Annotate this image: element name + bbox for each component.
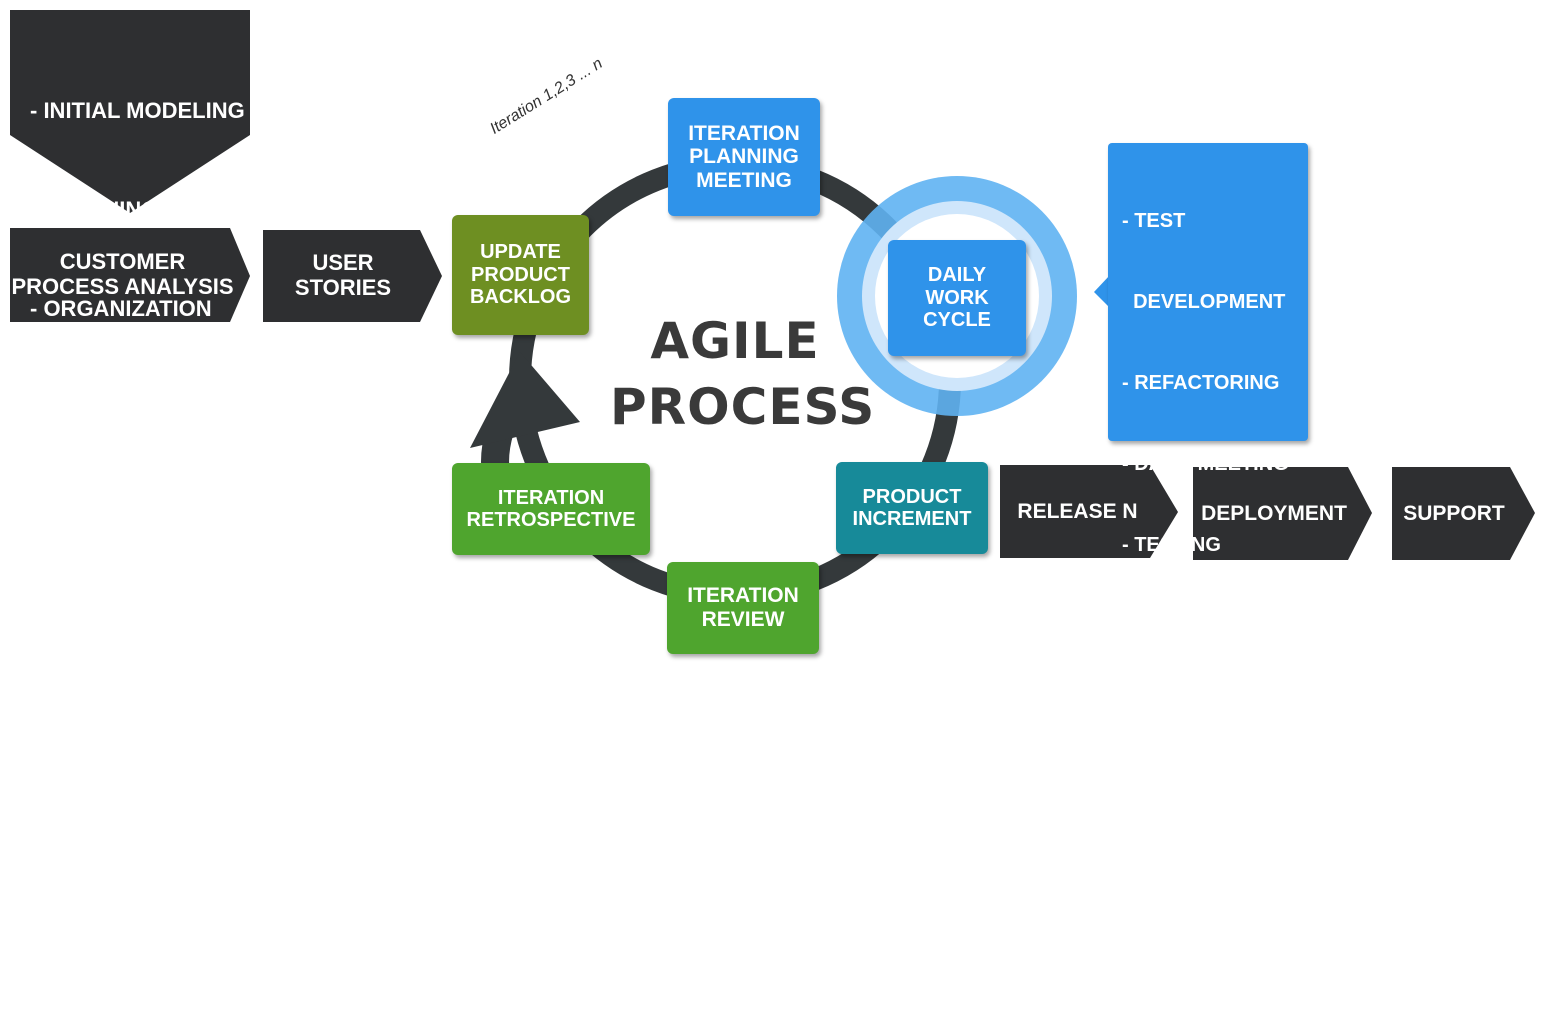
user-stories-chevron — [263, 230, 442, 322]
release-n-label: RELEASE N — [1017, 499, 1138, 523]
task-analysis: - ANALYSIS — [1122, 615, 1233, 637]
task-daily-meeting: - DAILY MEETING — [1122, 453, 1289, 475]
agile-title-line1: AGILE — [650, 312, 820, 370]
product-increment-tile: PRODUCT INCREMENT — [836, 462, 988, 554]
daily-tasks-list: - TEST DEVELOPMENT - REFACTORING - DAILY… — [1122, 154, 1289, 1018]
task-list-pointer — [1094, 275, 1110, 308]
deployment-label: DEPLOYMENT — [1201, 501, 1347, 525]
customer-process-analysis-label: CUSTOMER PROCESS ANALYSIS — [11, 249, 234, 299]
release-chevron — [1000, 465, 1178, 558]
iteration-planning-meeting-tile: ITERATION PLANNING MEETING — [668, 98, 820, 216]
support-chevron — [1392, 467, 1535, 560]
task-unit-testing: - UNIT TESTING — [1122, 939, 1274, 961]
daily-tasks-panel — [1108, 143, 1308, 441]
agile-process-diagram: - INITIAL MODELING - PLANNING - ORGANIZA… — [10, 10, 1535, 654]
task-design: - DESIGN — [1122, 696, 1211, 718]
task-development: DEVELOPMENT — [1122, 291, 1286, 313]
intro-arrow-shape — [10, 10, 250, 213]
task-refactoring: - REFACTORING — [1122, 372, 1280, 394]
user-stories-label: USER STORIES — [294, 250, 392, 300]
daily-work-cycle-tile: DAILY WORK CYCLE — [888, 240, 1026, 356]
task-test: - TEST — [1122, 210, 1186, 232]
support-label: SUPPORT — [1403, 501, 1505, 525]
deployment-chevron — [1193, 467, 1372, 560]
intro-item-planning: - PLANNING — [30, 197, 159, 222]
customer-analysis-chevron — [10, 228, 250, 322]
task-coding: - CODING — [1122, 777, 1215, 799]
agile-title-line2: PROCESS — [610, 378, 876, 436]
intro-item-initial-modeling: - INITIAL MODELING — [30, 98, 245, 123]
task-testing: - TESTING — [1122, 534, 1221, 556]
iteration-review-tile: ITERATION REVIEW — [667, 562, 819, 654]
task-code-review: - CODE REVIEW — [1122, 858, 1277, 880]
iteration-retrospective-tile: ITERATION RETROSPECTIVE — [452, 463, 650, 555]
update-product-backlog-tile: UPDATE PRODUCT BACKLOG — [452, 215, 589, 335]
intro-list: - INITIAL MODELING - PLANNING - ORGANIZA… — [30, 28, 245, 391]
intro-item-organization: - ORGANIZATION — [30, 296, 212, 321]
cycle-arrowhead — [470, 352, 580, 448]
